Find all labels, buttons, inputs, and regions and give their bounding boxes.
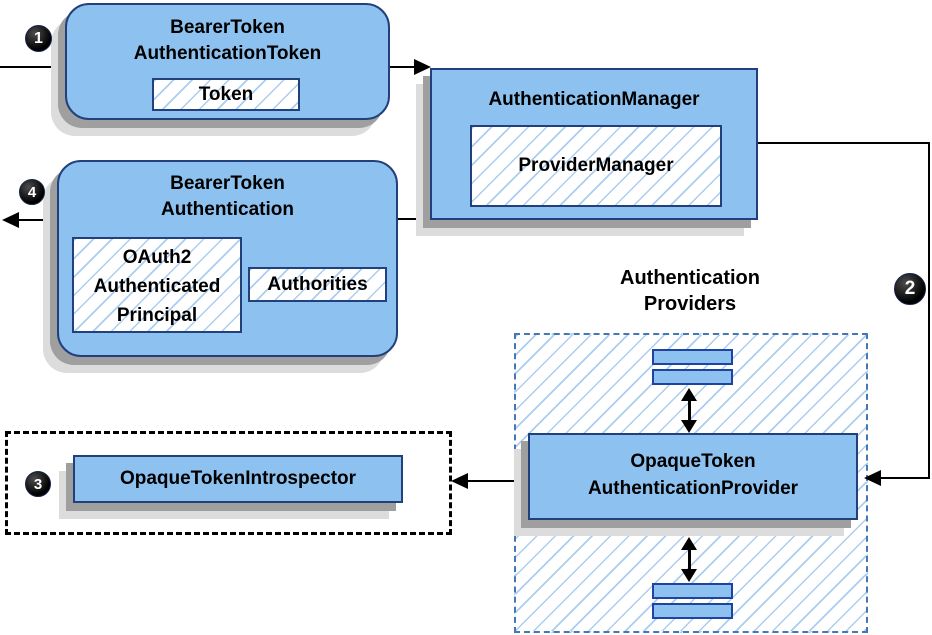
box-title-line: AuthenticationManager: [488, 89, 700, 110]
step3-arrow-line: [468, 480, 516, 482]
provider-placeholder-bar: [652, 583, 733, 599]
box-title-line: Authentication: [161, 199, 294, 220]
chip-line: OAuth2: [122, 247, 192, 268]
step-2-badge: 2: [894, 273, 926, 305]
step2-arrow-segment-vertical: [928, 142, 930, 479]
step3-arrowhead-icon: [451, 473, 468, 489]
step2-arrow-segment-top: [758, 142, 930, 144]
box-title-line: AuthenticationProvider: [587, 478, 799, 499]
step1-arrow-line: [390, 66, 418, 68]
box-title-line: OpaqueToken: [630, 451, 756, 472]
chip-line: Authenticated: [93, 276, 221, 297]
chip-line: Principal: [116, 305, 198, 326]
box-title-line: BearerToken: [170, 173, 285, 194]
double-arrow-icon: [681, 388, 698, 433]
opaque-token-authentication-provider-box: OpaqueToken AuthenticationProvider: [528, 433, 858, 520]
zone-label-line: Authentication: [620, 267, 760, 289]
step1-arrowhead-icon: [414, 59, 431, 75]
step2-arrow-segment-bottom: [880, 477, 930, 479]
zone-label-line: Providers: [643, 293, 737, 315]
authentication-providers-label: Authentication Providers: [559, 265, 821, 317]
authorities-chip: Authorities: [248, 267, 387, 302]
step-4-badge: 4: [19, 179, 45, 205]
box-title-line: AuthenticationToken: [133, 43, 322, 64]
opaque-token-introspector-box: OpaqueTokenIntrospector: [73, 455, 403, 503]
provider-placeholder-bar: [652, 349, 733, 365]
box-title-line: BearerToken: [170, 17, 285, 38]
step2-arrowhead-icon: [864, 470, 881, 486]
provider-placeholder-bar: [652, 603, 733, 619]
step4-arrow-line: [18, 219, 57, 221]
step4-arrowhead-icon: [2, 212, 19, 228]
step-1-badge: 1: [25, 25, 52, 52]
oauth2-authenticated-principal-chip: OAuth2 Authenticated Principal: [72, 237, 242, 333]
step-3-badge: 3: [25, 471, 51, 497]
manager-to-authentication-line: [398, 218, 432, 220]
double-arrow-icon: [681, 537, 698, 582]
incoming-request-line: [0, 66, 65, 68]
provider-placeholder-bar: [652, 369, 733, 385]
provider-manager-chip: ProviderManager: [470, 125, 722, 207]
token-chip: Token: [152, 78, 300, 111]
